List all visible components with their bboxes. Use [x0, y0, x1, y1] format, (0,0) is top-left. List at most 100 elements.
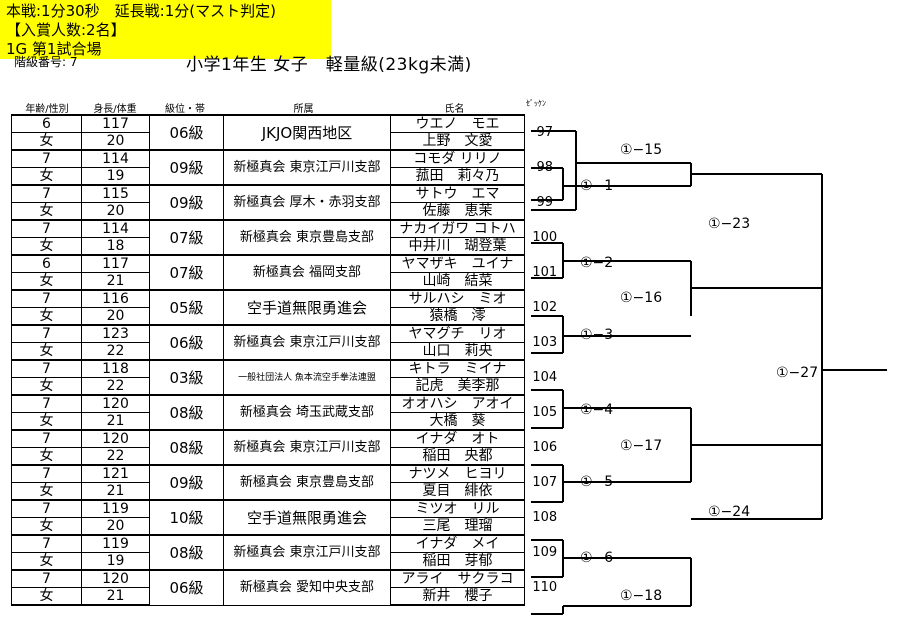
match-info-box: 本戦:1分30秒 延長戦:1分(マスト判定) 【入賞人数:2名】 1G 第1試合… — [0, 0, 331, 59]
bib-number: 101 — [532, 264, 558, 280]
bib-number: 108 — [532, 509, 558, 525]
bout-label-27: ①−27 — [776, 365, 819, 381]
affiliation-cell: JKJO関西地区 — [223, 114, 391, 151]
bib-number: 110 — [532, 579, 558, 595]
col-height-weight: 身長/体重 — [93, 104, 137, 115]
weight-cell: 22 — [81, 377, 150, 396]
col-name: 氏名 — [444, 104, 465, 115]
bout-label-15: ①−15 — [620, 142, 663, 158]
bout-label-6: ①−6 — [580, 550, 614, 566]
sex-cell: 女 — [11, 167, 82, 186]
col-rank: 級位・帯 — [165, 104, 205, 115]
name-kana-cell: オオハシ アオイ — [390, 394, 525, 413]
weight-cell: 20 — [81, 517, 150, 536]
bib-number: 104 — [532, 369, 558, 385]
weight-cell: 21 — [81, 412, 150, 431]
affiliation-cell: 新極真会 東京江戸川支部 — [223, 149, 391, 186]
weight-cell: 22 — [81, 447, 150, 466]
bib-number: 107 — [532, 474, 558, 490]
class-number: 階級番号: 7 — [14, 55, 78, 69]
affiliation-cell: 新極真会 東京豊島支部 — [223, 219, 391, 256]
bout-label-17: ①−17 — [620, 438, 663, 454]
name-kanji-cell: 山口 莉央 — [390, 342, 525, 361]
bout-label-4: ①−4 — [580, 402, 614, 418]
rank-cell: 07級 — [149, 254, 224, 291]
name-kana-cell: イナダ オト — [390, 429, 525, 448]
name-kanji-cell: 菰田 莉々乃 — [390, 167, 525, 186]
bout-label-5: ①−5 — [580, 474, 614, 490]
name-kanji-cell: 猿橋 澪 — [390, 307, 525, 326]
name-kanji-cell: 記虎 美李那 — [390, 377, 525, 396]
bout-label-16: ①−16 — [620, 290, 663, 306]
court-text: 1G 第1試合場 — [6, 40, 102, 58]
bib-number: 100 — [532, 229, 558, 245]
affiliation-cell: 新極真会 東京江戸川支部 — [223, 429, 391, 466]
name-kanji-cell: 大橋 葵 — [390, 412, 525, 431]
affiliation-cell: 空手道無限勇進会 — [223, 289, 391, 326]
division-title: 小学1年生 女子 軽量級(23kg未満) — [186, 55, 472, 75]
bout-duration-text: 本戦:1分30秒 延長戦:1分(マスト判定) — [6, 2, 276, 20]
affiliation-cell: 空手道無限勇進会 — [223, 499, 391, 536]
affiliation-cell: 新極真会 東京江戸川支部 — [223, 534, 391, 571]
height-cell: 117 — [81, 254, 150, 273]
rank-cell: 05級 — [149, 289, 224, 326]
affiliation-cell: 新極真会 埼玉武蔵支部 — [223, 394, 391, 431]
name-kana-cell: ヤマグチ リオ — [390, 324, 525, 343]
rank-cell: 07級 — [149, 219, 224, 256]
prize-count-text: 【入賞人数:2名】 — [6, 21, 126, 39]
affiliation-cell: 新極真会 東京豊島支部 — [223, 464, 391, 501]
name-kanji-cell: 上野 文愛 — [390, 132, 525, 151]
sex-cell: 女 — [11, 132, 82, 151]
bout-label-18: ①−18 — [620, 588, 663, 604]
bib-number: 99 — [536, 194, 554, 210]
name-kana-cell: サトウ エマ — [390, 184, 525, 203]
col-age-sex: 年齢/性別 — [25, 104, 69, 115]
bout-label-1: ①−1 — [580, 178, 614, 194]
name-kana-cell: アライ サクラコ — [390, 569, 525, 588]
name-kanji-cell: 新井 櫻子 — [390, 587, 525, 606]
bib-number: 105 — [532, 404, 558, 420]
bib-number: 106 — [532, 439, 558, 455]
name-kana-cell: ナカイガワ コトハ — [390, 219, 525, 238]
weight-cell: 22 — [81, 342, 150, 361]
rank-cell: 06級 — [149, 324, 224, 361]
height-cell: 114 — [81, 149, 150, 168]
affiliation-cell: 新極真会 愛知中央支部 — [223, 569, 391, 606]
name-kanji-cell: 稲田 芽郁 — [390, 552, 525, 571]
height-cell: 121 — [81, 464, 150, 483]
name-kana-cell: ウエノ モエ — [390, 114, 525, 133]
name-kana-cell: イナダ メイ — [390, 534, 525, 553]
rank-cell: 06級 — [149, 569, 224, 606]
name-kana-cell: キトラ ミイナ — [390, 359, 525, 378]
col-bib: ｾﾞｯｹﾝ — [526, 99, 546, 108]
bib-number: 102 — [532, 299, 558, 315]
weight-cell: 21 — [81, 587, 150, 606]
bib-number: 109 — [532, 544, 558, 560]
bib-number: 103 — [532, 334, 558, 350]
sex-cell: 女 — [11, 377, 82, 396]
bout-label-24: ①−24 — [708, 504, 751, 520]
bout-label-23: ①−23 — [708, 216, 751, 232]
rank-cell: 09級 — [149, 464, 224, 501]
name-kanji-cell: 稲田 央都 — [390, 447, 525, 466]
col-affiliation: 所属 — [293, 104, 314, 115]
